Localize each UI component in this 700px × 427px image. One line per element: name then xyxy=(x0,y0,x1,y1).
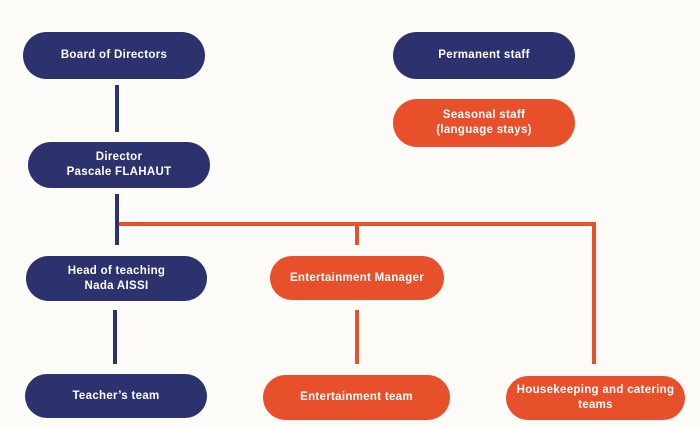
connector-seasonal-branch-horizontal xyxy=(119,222,596,226)
connector-branch-to-housekeeping-teams xyxy=(592,226,596,364)
node-label-line2: Pascale FLAHAUT xyxy=(66,166,172,178)
node-label-line1: Housekeeping and catering xyxy=(516,384,675,397)
legend-seasonal-staff: Seasonal staff (language stays) xyxy=(393,99,575,147)
node-entertainment-team: Entertainment team xyxy=(263,375,450,420)
legend-label-line1: Seasonal staff xyxy=(442,109,526,122)
node-housekeeping-catering-teams: Housekeeping and catering teams xyxy=(506,376,685,420)
legend-label-line2: (language stays) xyxy=(436,124,532,136)
legend-label: Permanent staff xyxy=(438,49,530,62)
connector-director-to-head-of-teaching xyxy=(115,194,119,245)
node-board-of-directors: Board of Directors xyxy=(23,32,205,79)
node-teachers-team: Teacher’s team xyxy=(25,374,207,418)
connector-manager-to-entertainment-team xyxy=(355,310,359,364)
node-entertainment-manager: Entertainment Manager xyxy=(270,256,444,300)
node-label-line2: teams xyxy=(578,399,613,411)
node-head-of-teaching: Head of teaching Nada AISSI xyxy=(26,256,207,301)
legend-permanent-staff: Permanent staff xyxy=(393,32,575,79)
node-label: Entertainment Manager xyxy=(289,271,425,284)
connector-board-to-director xyxy=(115,85,119,132)
connector-branch-to-entertainment-manager xyxy=(355,226,359,245)
node-label-line1: Head of teaching xyxy=(67,264,166,277)
node-director: Director Pascale FLAHAUT xyxy=(28,142,210,188)
node-label-line1: Director xyxy=(95,151,143,164)
connector-head-of-teaching-to-teachers-team xyxy=(113,310,117,364)
node-label: Board of Directors xyxy=(60,49,168,62)
node-label: Teacher’s team xyxy=(72,389,160,402)
node-label: Entertainment team xyxy=(300,391,413,404)
node-label-line2: Nada AISSI xyxy=(84,279,149,292)
